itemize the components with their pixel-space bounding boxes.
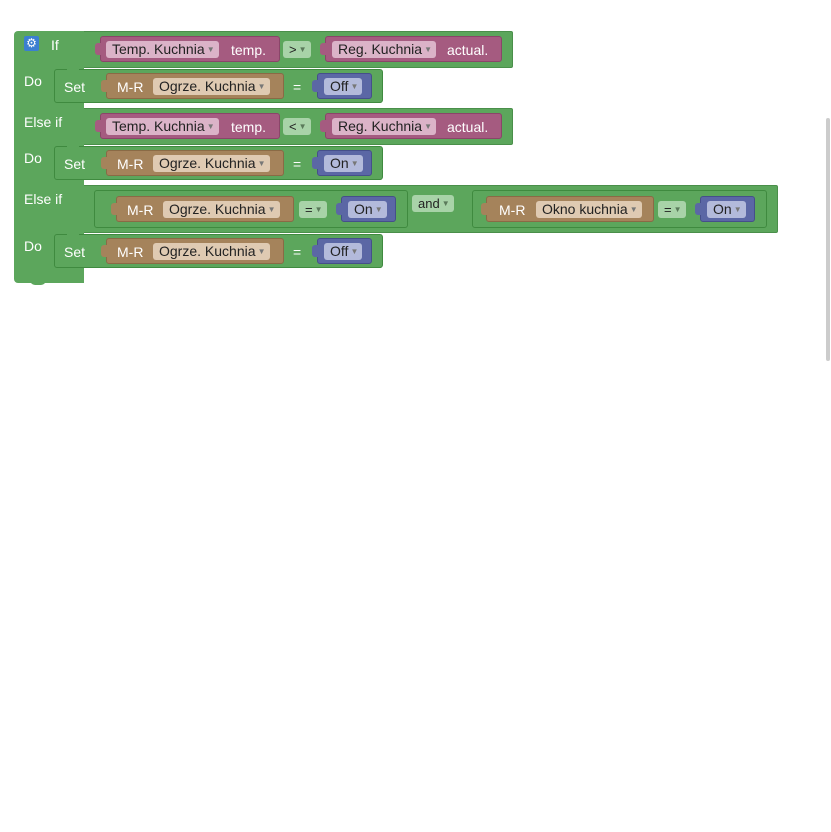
caret-down-icon: ▼: [350, 247, 359, 256]
comparison-operator-dropdown[interactable]: =▼: [299, 201, 327, 218]
device-block[interactable]: M-R Ogrze. Kuchnia▼: [101, 73, 284, 99]
caret-down-icon: ▼: [673, 205, 682, 214]
caret-down-icon: ▼: [267, 205, 276, 214]
device-block[interactable]: M-R Ogrze. Kuchnia▼: [111, 196, 294, 222]
variable-block[interactable]: Temp. Kuchnia▼ temp.: [95, 36, 280, 62]
caret-down-icon: ▼: [314, 205, 323, 214]
variable-dropdown[interactable]: Reg. Kuchnia▼: [332, 41, 437, 58]
device-dropdown[interactable]: Okno kuchnia▼: [536, 201, 642, 218]
logic-operator-dropdown[interactable]: and▼: [412, 195, 454, 212]
set-keyword: Set: [64, 156, 86, 172]
variable-dropdown[interactable]: Reg. Kuchnia▼: [332, 118, 437, 135]
caret-down-icon: ▼: [350, 82, 359, 91]
variable-block[interactable]: Reg. Kuchnia▼ actual.: [320, 113, 502, 139]
equals-label: =: [293, 244, 302, 260]
variable-dropdown[interactable]: Temp. Kuchnia▼: [106, 41, 219, 58]
caret-down-icon: ▼: [629, 205, 638, 214]
variable-block[interactable]: Reg. Kuchnia▼ actual.: [320, 36, 502, 62]
state-dropdown[interactable]: Off▼: [324, 78, 363, 95]
variable-field: actual.: [447, 119, 489, 135]
device-block[interactable]: M-R Okno kuchnia▼: [481, 196, 654, 222]
state-block[interactable]: On▼: [695, 196, 755, 222]
caret-down-icon: ▼: [350, 159, 359, 168]
device-block[interactable]: M-R Ogrze. Kuchnia▼: [101, 238, 284, 264]
equals-label: =: [293, 156, 302, 172]
device-dropdown[interactable]: Ogrze. Kuchnia▼: [153, 243, 270, 260]
comparison-operator-dropdown[interactable]: =▼: [658, 201, 686, 218]
device-type-label: M-R: [117, 156, 144, 172]
device-type-label: M-R: [117, 79, 144, 95]
device-type-label: M-R: [127, 202, 154, 218]
else-if-keyword: Else if: [24, 114, 63, 130]
caret-down-icon: ▼: [257, 247, 266, 256]
device-type-label: M-R: [499, 202, 526, 218]
else-if-keyword: Else if: [24, 191, 63, 207]
if-block-bottom-notch: [30, 276, 46, 285]
state-block[interactable]: Off▼: [312, 238, 372, 264]
do-keyword: Do: [24, 238, 42, 254]
do-keyword: Do: [24, 150, 42, 166]
state-block[interactable]: On▼: [336, 196, 396, 222]
variable-dropdown[interactable]: Temp. Kuchnia▼: [106, 118, 219, 135]
device-type-label: M-R: [117, 244, 144, 260]
set-block[interactable]: Set M-R Ogrze. Kuchnia▼ = On▼: [54, 144, 383, 180]
variable-field: temp.: [231, 42, 267, 58]
variable-field: temp.: [231, 119, 267, 135]
set-keyword: Set: [64, 244, 86, 260]
caret-down-icon: ▼: [733, 205, 742, 214]
caret-down-icon: ▼: [424, 45, 433, 54]
caret-down-icon: ▼: [257, 159, 266, 168]
do-keyword: Do: [24, 73, 42, 89]
caret-down-icon: ▼: [206, 45, 215, 54]
device-dropdown[interactable]: Ogrze. Kuchnia▼: [153, 155, 270, 172]
comparison-operator-dropdown[interactable]: <▼: [283, 118, 311, 135]
set-block[interactable]: Set M-R Ogrze. Kuchnia▼ = Off▼: [54, 67, 383, 103]
variable-field: actual.: [447, 42, 489, 58]
gear-icon[interactable]: ⚙: [24, 36, 39, 51]
set-keyword: Set: [64, 79, 86, 95]
device-dropdown[interactable]: Ogrze. Kuchnia▼: [153, 78, 270, 95]
device-block[interactable]: M-R Ogrze. Kuchnia▼: [101, 150, 284, 176]
vertical-scrollbar[interactable]: [826, 118, 830, 361]
comparison-operator-dropdown[interactable]: >▼: [283, 41, 311, 58]
caret-down-icon: ▼: [257, 82, 266, 91]
equals-label: =: [293, 79, 302, 95]
state-block[interactable]: Off▼: [312, 73, 372, 99]
caret-down-icon: ▼: [424, 122, 433, 131]
caret-down-icon: ▼: [298, 122, 307, 131]
caret-down-icon: ▼: [374, 205, 383, 214]
state-dropdown[interactable]: On▼: [707, 201, 746, 218]
state-dropdown[interactable]: On▼: [324, 155, 363, 172]
state-dropdown[interactable]: On▼: [348, 201, 387, 218]
caret-down-icon: ▼: [441, 199, 450, 208]
state-dropdown[interactable]: Off▼: [324, 243, 363, 260]
variable-block[interactable]: Temp. Kuchnia▼ temp.: [95, 113, 280, 139]
set-block[interactable]: Set M-R Ogrze. Kuchnia▼ = Off▼: [54, 232, 383, 268]
caret-down-icon: ▼: [206, 122, 215, 131]
if-keyword: If: [51, 37, 59, 53]
state-block[interactable]: On▼: [312, 150, 372, 176]
caret-down-icon: ▼: [298, 45, 307, 54]
device-dropdown[interactable]: Ogrze. Kuchnia▼: [163, 201, 280, 218]
